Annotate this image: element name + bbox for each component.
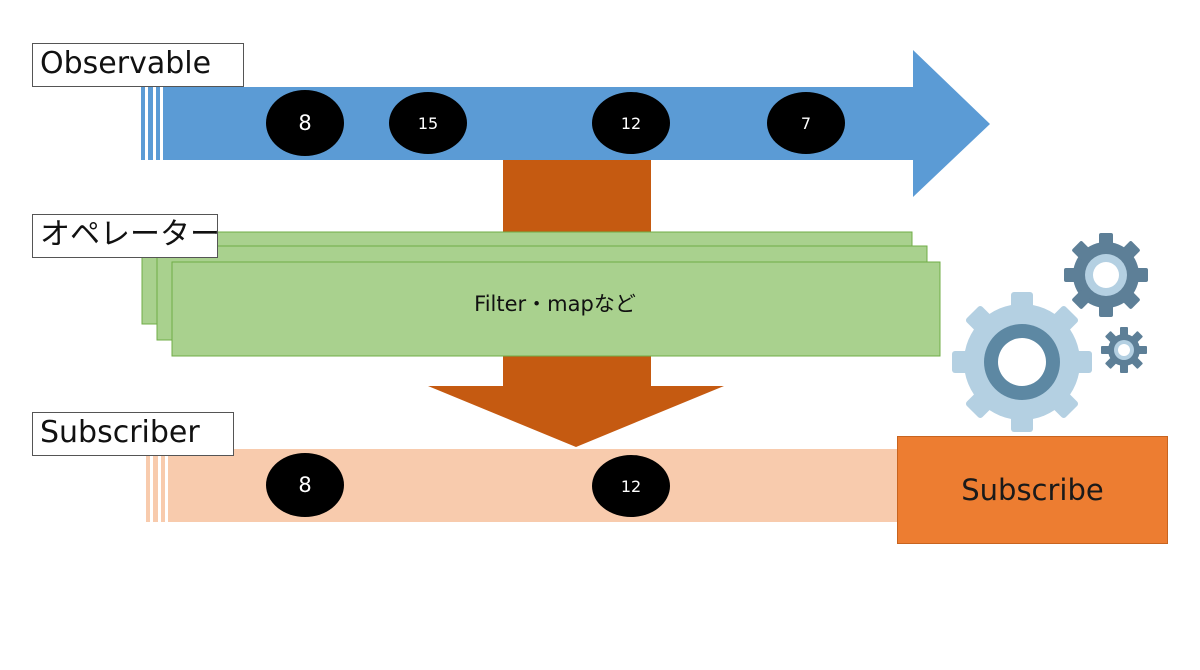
subscriber-label: Subscriber — [32, 412, 234, 456]
observable-token: 8 — [266, 90, 344, 156]
operator-text: Filter・mapなど — [474, 292, 636, 316]
subscribe-box: Subscribe — [897, 436, 1168, 544]
operator-stack — [141, 231, 941, 357]
subscriber-token: 12 — [592, 455, 670, 517]
observable-token: 15 — [389, 92, 467, 154]
gears-icon — [952, 233, 1148, 432]
observable-stream-arrow — [141, 50, 990, 197]
observable-token: 7 — [767, 92, 845, 154]
observable-token: 12 — [592, 92, 670, 154]
operator-label: オペレーター — [32, 214, 220, 258]
subscriber-token: 8 — [266, 453, 344, 517]
observable-label: Observable — [32, 43, 244, 87]
subscriber-stream-bar — [146, 449, 900, 522]
